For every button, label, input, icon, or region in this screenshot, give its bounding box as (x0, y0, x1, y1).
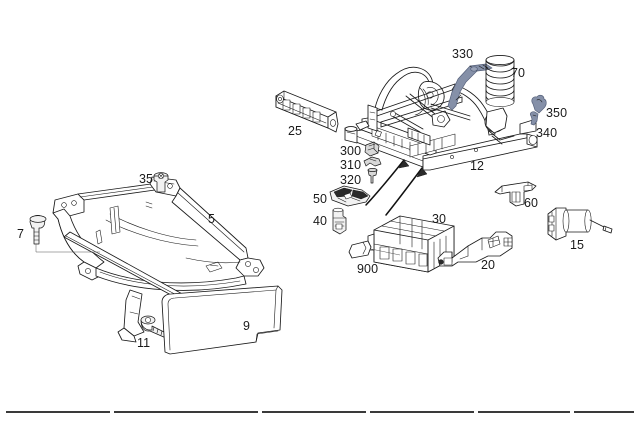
part-9-side-trim-cover (161, 285, 283, 355)
callout-35: 35 (139, 172, 154, 186)
part-30-control-module (367, 215, 455, 273)
part-60-retainer-clip (494, 181, 537, 207)
callout-11: 11 (137, 336, 151, 350)
part-310-bracket (363, 156, 382, 167)
callout-60: 60 (524, 196, 539, 210)
callout-300: 300 (340, 144, 362, 158)
part-5-seat-frame (52, 176, 265, 343)
part-25-seat-rail-trim (275, 90, 339, 133)
part-15-motor (547, 207, 613, 241)
part-70-coil-spring (485, 54, 515, 107)
part-7-bolt (29, 215, 100, 253)
part-330-release-lever (447, 63, 493, 111)
callout-30: 30 (432, 212, 447, 226)
callout-330: 330 (452, 47, 474, 61)
callout-350: 350 (546, 106, 568, 120)
callout-20: 20 (481, 258, 496, 272)
callout-340: 340 (536, 126, 558, 140)
callout-70: 70 (511, 66, 526, 80)
callout-320: 320 (340, 173, 362, 187)
part-300-clip (364, 141, 380, 157)
callout-40: 40 (313, 214, 328, 228)
part-20-support-bracket (437, 231, 513, 267)
part-35-bolt (153, 172, 169, 193)
part-350-grommet-cap (531, 94, 547, 114)
callout-12: 12 (470, 159, 485, 173)
part-900-label-tag (348, 240, 401, 259)
callout-9: 9 (243, 319, 251, 333)
callout-25: 25 (288, 124, 303, 138)
assembly-arrows (365, 159, 428, 216)
part-12-seat-rail-assembly (344, 66, 538, 171)
part-40-connector (332, 207, 347, 235)
part-320-rivet-pin (367, 168, 378, 184)
callout-50: 50 (313, 192, 328, 206)
part-340-plug-pin (530, 111, 539, 126)
callout-7: 7 (17, 227, 25, 241)
callout-900: 900 (357, 262, 379, 276)
callout-310: 310 (340, 158, 362, 172)
part-50-switch-unit (329, 185, 371, 207)
callout-15: 15 (570, 238, 585, 252)
callout-5: 5 (208, 212, 216, 226)
